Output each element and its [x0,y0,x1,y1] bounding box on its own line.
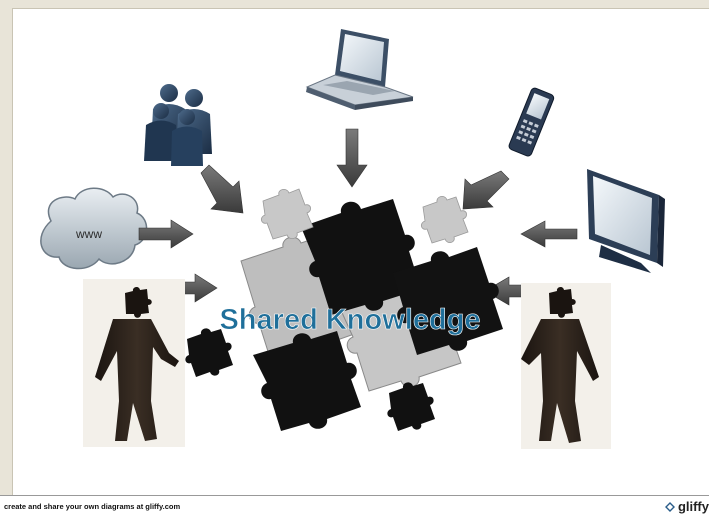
puzzle-piece-dark-bottom [253,331,361,431]
laptop-icon [305,29,414,110]
mobile-phone-icon [508,87,555,157]
cloud-icon: www [40,187,148,270]
arrow-laptop [336,128,368,188]
footer-text: create and share your own diagrams at gl… [4,502,181,511]
arrow-monitor [520,220,578,248]
puzzle-piece-dark-right [393,247,503,355]
puzzle-piece-dark-small-bottom [387,382,435,431]
person-icon-left [83,279,185,447]
puzzle-piece-light-small-right [421,196,469,244]
shared-knowledge-diagram: www [40,29,665,449]
gliffy-mark-icon [664,502,675,512]
footer-bar: create and share your own diagrams at gl… [0,495,709,517]
puzzle-cluster [185,188,503,431]
gliffy-brand-text: gliffy [677,499,709,514]
arrow-phone [462,170,510,210]
diagram-canvas: www [12,8,709,496]
gliffy-logo[interactable]: gliffy [664,499,709,514]
arrows [138,128,578,306]
puzzle-piece-dark-small-left [185,328,233,377]
arrow-users [200,164,244,214]
puzzle-piece-dark-top [301,199,421,315]
cloud-label: www [75,227,102,241]
monitor-icon [587,169,665,273]
center-label: Shared Knowledge [219,304,480,336]
person-icon-right [521,283,611,449]
arrow-cloud [138,219,194,249]
puzzle-piece-light-small-top [261,188,314,240]
users-icon [144,84,212,166]
